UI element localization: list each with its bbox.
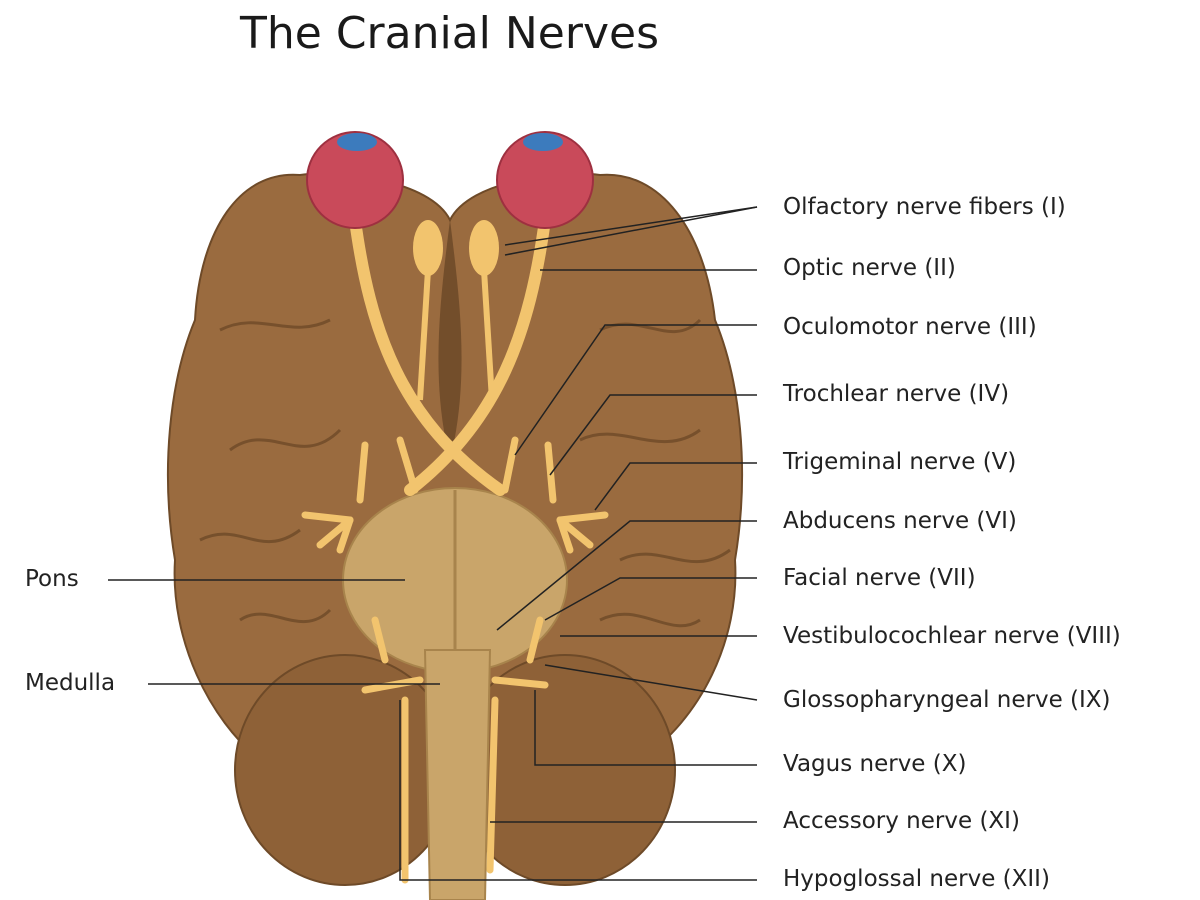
label-glossopharyngeal-nerve: Glossopharyngeal nerve (IX) [783,687,1111,713]
label-medulla: Medulla [25,670,116,696]
left-eye [306,131,404,229]
label-trochlear-nerve: Trochlear nerve (IV) [783,381,1010,407]
label-vestibulocochlear-nerve: Vestibulocochlear nerve (VIII) [783,623,1121,649]
medulla [423,649,492,900]
label-facial-nerve: Facial nerve (VII) [783,565,976,591]
cerebellum-left [234,654,456,886]
leader-lines [108,206,758,881]
diagram-title: The Cranial Nerves [240,8,659,59]
label-olfactory-nerve: Olfactory nerve fibers (I) [783,194,1066,220]
label-hypoglossal-nerve: Hypoglossal nerve (XII) [783,866,1050,892]
label-abducens-nerve: Abducens nerve (VI) [783,508,1017,534]
label-oculomotor-nerve: Oculomotor nerve (III) [783,314,1037,340]
label-vagus-nerve: Vagus nerve (X) [783,751,967,777]
label-trigeminal-nerve: Trigeminal nerve (V) [783,449,1017,475]
label-optic-nerve: Optic nerve (II) [783,255,956,281]
right-eye [496,131,594,229]
label-pons: Pons [25,566,79,592]
label-accessory-nerve: Accessory nerve (XI) [783,808,1020,834]
